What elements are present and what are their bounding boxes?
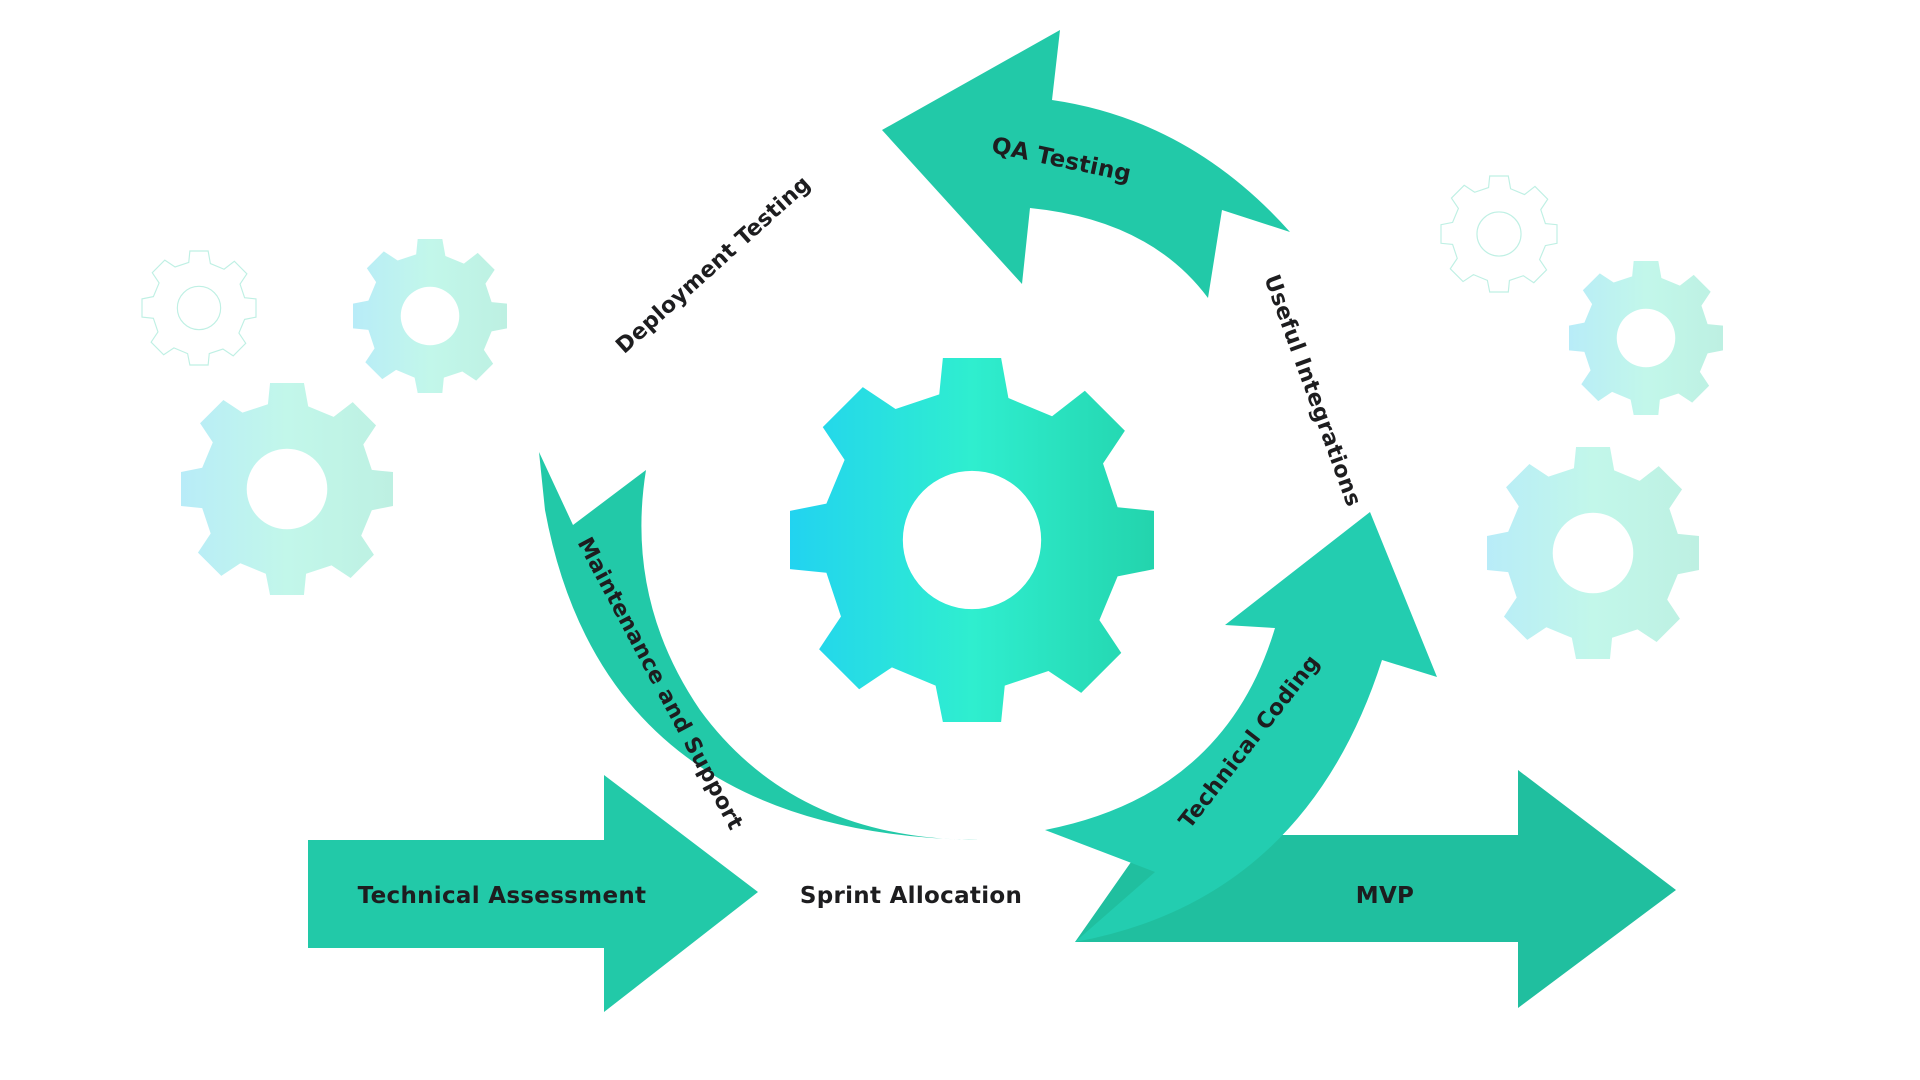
label-useful-integrations: Useful Integrations xyxy=(1259,272,1366,510)
technical-coding-arrow xyxy=(1045,512,1437,942)
mvp-arrow xyxy=(1075,770,1676,1008)
gear-icon xyxy=(142,251,256,365)
gear-icon xyxy=(1441,176,1557,292)
technical-assessment-arrow xyxy=(308,775,758,1012)
gear-icon xyxy=(1487,447,1699,659)
gear-icon xyxy=(353,239,507,393)
qa-testing-arrow xyxy=(882,30,1290,298)
label-mvp: MVP xyxy=(1356,883,1414,909)
label-technical-assessment: Technical Assessment xyxy=(358,883,647,909)
gear-icon xyxy=(181,383,393,595)
maintenance-support-arrow xyxy=(539,452,980,840)
label-maintenance-support: Maintenance and Support xyxy=(572,534,748,835)
label-sprint-allocation: Sprint Allocation xyxy=(800,883,1022,909)
gear-icon xyxy=(790,358,1154,722)
label-deployment-testing: Deployment Testing xyxy=(611,171,815,359)
gear-icon xyxy=(1569,261,1723,415)
